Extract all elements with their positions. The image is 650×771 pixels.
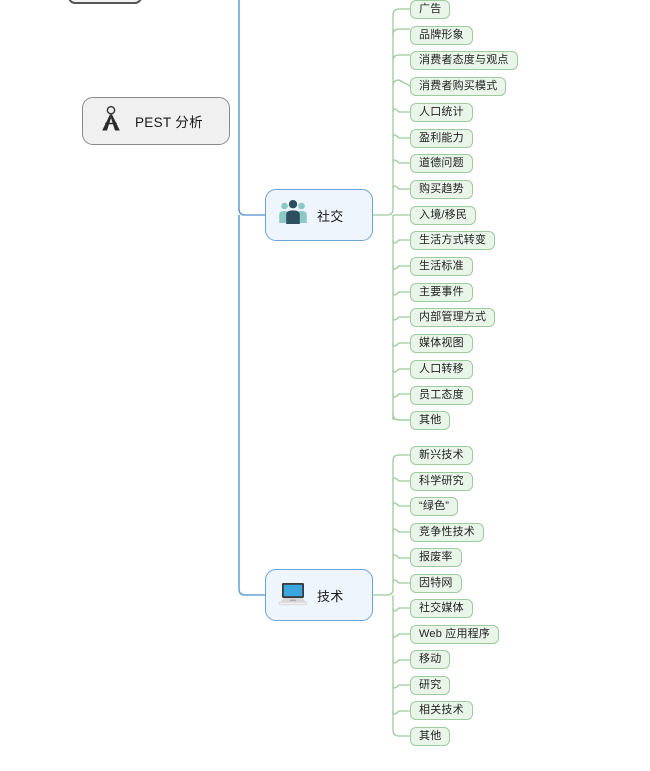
leaf-node[interactable]: 社交媒体 <box>410 599 473 618</box>
leaf-node[interactable]: Web 应用程序 <box>410 624 500 644</box>
leaf-node[interactable]: 生活方式转变 <box>410 231 496 251</box>
leaf-node-label: 研究 <box>419 678 442 691</box>
branch-node-social[interactable]: 社交 <box>265 189 373 241</box>
leaf-node-label: 内部管理方式 <box>419 311 487 324</box>
leaf-node[interactable]: 其他 <box>410 411 451 431</box>
leaf-node[interactable]: 报废率 <box>410 548 462 567</box>
branch-node-label: 社交 <box>317 208 344 224</box>
leaf-node[interactable]: 人口统计 <box>410 102 473 122</box>
leaf-node-label: 因特网 <box>419 576 453 589</box>
leaf-node-label: 科学研究 <box>419 474 464 487</box>
leaf-node[interactable]: 品牌形象 <box>410 25 473 45</box>
leaf-node[interactable]: 道德问题 <box>410 154 473 174</box>
leaf-node[interactable]: 盈利能力 <box>410 128 473 148</box>
leaf-node[interactable]: 科学研究 <box>410 471 473 491</box>
leaf-node[interactable]: 移动 <box>410 650 451 669</box>
leaf-node-label: 品牌形象 <box>419 28 464 41</box>
branch-node-label: 技术 <box>317 588 344 604</box>
leaf-node-label: 其他 <box>419 414 442 427</box>
leaf-node-label: 员工态度 <box>419 388 464 401</box>
leaf-node-label: 生活标准 <box>419 260 464 272</box>
leaf-node[interactable]: 内部管理方式 <box>410 308 496 328</box>
clipped-parent-node[interactable] <box>68 0 142 4</box>
leaf-node[interactable]: 消费者态度与观点 <box>410 51 518 71</box>
leaf-node[interactable]: 入境/移民 <box>410 205 477 225</box>
root-node-label: PEST 分析 <box>135 115 203 130</box>
leaf-node[interactable]: 媒体视图 <box>410 334 473 354</box>
leaf-node[interactable]: 生活标准 <box>410 257 473 276</box>
leaf-node-label: 媒体视图 <box>419 337 464 350</box>
leaf-node[interactable]: 其他 <box>410 726 451 746</box>
root-node-pest-analysis[interactable]: PEST 分析 <box>82 97 230 145</box>
leaf-node[interactable]: 人口转移 <box>410 359 473 379</box>
leaf-node-label: 道德问题 <box>419 157 464 170</box>
leaf-node-label: 人口统计 <box>419 105 464 118</box>
leaf-node-label: 入境/移民 <box>419 208 468 221</box>
leaf-node-label: 报废率 <box>419 551 453 563</box>
laptop-icon <box>277 577 309 614</box>
leaf-node[interactable]: 消费者购买模式 <box>410 77 507 97</box>
leaf-node-label: 竞争性技术 <box>419 525 475 538</box>
compass-icon <box>96 104 126 139</box>
leaf-node[interactable]: 主要事件 <box>410 282 473 302</box>
leaf-node[interactable]: 新兴技术 <box>410 446 473 465</box>
leaf-node-label: 广告 <box>419 3 442 15</box>
leaf-node-label: 新兴技术 <box>419 449 464 461</box>
leaf-node-label: 盈利能力 <box>419 131 464 144</box>
leaf-node-label: “绿色” <box>419 500 450 512</box>
leaf-node[interactable]: 购买趋势 <box>410 179 473 199</box>
leaf-node-label: 购买趋势 <box>419 182 464 195</box>
people-group-icon <box>277 197 309 234</box>
leaf-node-label: 生活方式转变 <box>419 234 487 247</box>
leaf-node[interactable]: “绿色” <box>410 497 459 516</box>
leaf-node[interactable]: 员工态度 <box>410 385 473 405</box>
leaf-node-label: 移动 <box>419 653 442 665</box>
leaf-node-label: 主要事件 <box>419 285 464 298</box>
leaf-node-label: 相关技术 <box>419 704 464 716</box>
leaf-node-label: 人口转移 <box>419 362 464 375</box>
leaf-node[interactable]: 研究 <box>410 675 451 695</box>
leaf-node-label: 消费者态度与观点 <box>419 54 509 67</box>
branch-node-technology[interactable]: 技术 <box>265 569 373 621</box>
leaf-node-label: 消费者购买模式 <box>419 80 498 93</box>
leaf-node-label: 社交媒体 <box>419 602 464 614</box>
leaf-node-label: 其他 <box>419 729 442 742</box>
leaf-node[interactable]: 竞争性技术 <box>410 522 484 542</box>
leaf-node[interactable]: 相关技术 <box>410 701 473 720</box>
leaf-node-label: Web 应用程序 <box>419 627 491 640</box>
leaf-node[interactable]: 因特网 <box>410 573 462 593</box>
leaf-node[interactable]: 广告 <box>410 0 451 19</box>
